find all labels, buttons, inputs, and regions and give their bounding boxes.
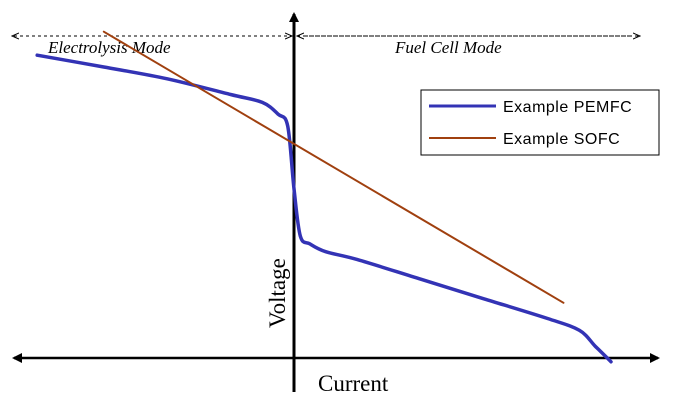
series-line-example-sofc [102,30,565,304]
x-axis-label: Current [318,371,389,396]
legend-box [420,89,660,156]
legend: Example PEMFC Example SOFC [420,89,660,156]
legend-label-pemfc: Example PEMFC [503,99,632,116]
electrolysis-mode-label: Electrolysis Mode [47,38,171,57]
fuel-cell-mode-label: Fuel Cell Mode [394,38,502,57]
y-axis-label: Voltage [265,258,290,328]
legend-label-sofc: Example SOFC [503,131,620,148]
series-line-example-pemfc [35,53,613,364]
series-layer [35,30,613,364]
